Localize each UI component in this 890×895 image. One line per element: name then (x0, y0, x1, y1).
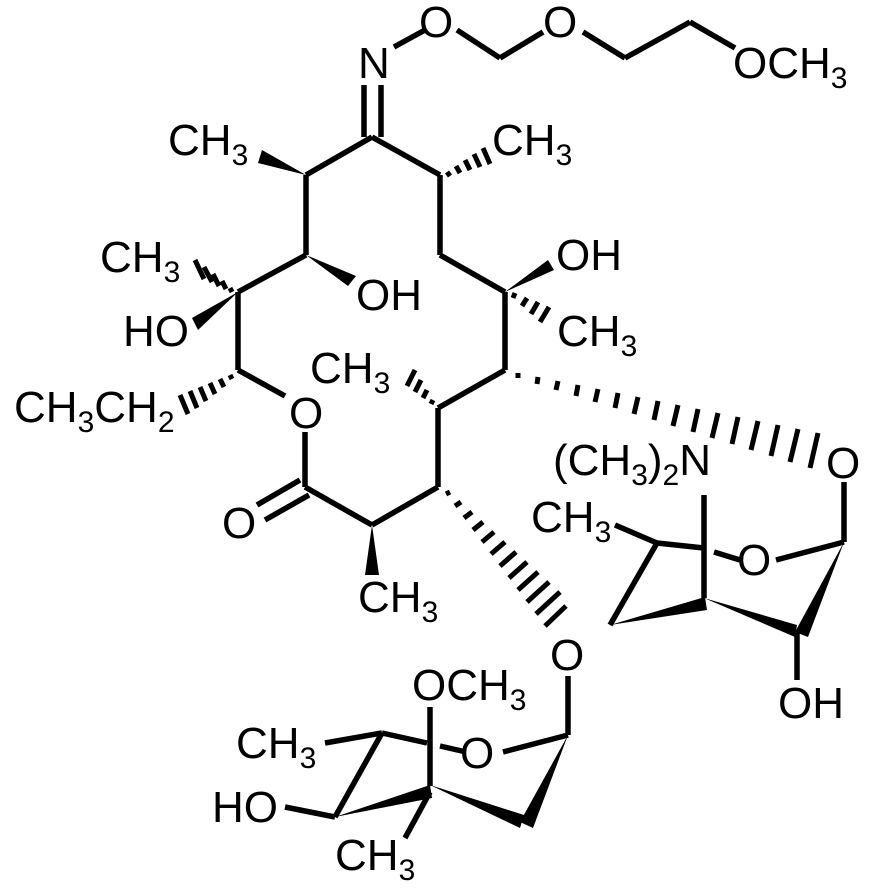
c8-methyl-label: CH3 (492, 116, 572, 172)
wedge-bond (306, 255, 356, 286)
c11-hydroxyl-label: OH (356, 271, 422, 320)
desosamine-hydroxyl-label: OH (778, 679, 844, 728)
oxime-n-label: N (358, 39, 390, 88)
terminal-methoxy-label: OCH3 (733, 39, 847, 95)
desosamine-methyl-label: CH3 (531, 493, 611, 549)
carbonyl-oxygen-label: O (222, 499, 256, 548)
hashed-bonds (177, 146, 821, 628)
c12-methyl-label: CH3 (100, 233, 180, 289)
cladinose-ring-oxygen-label: O (460, 729, 494, 778)
c2-methyl-label: CH3 (358, 573, 438, 629)
cladinose-link-oxygen-label: O (550, 631, 584, 680)
desosamine-link-oxygen-label: O (826, 439, 860, 488)
dimethylamino-label: (CH3)2N (553, 436, 711, 492)
wedge-bond (365, 525, 379, 575)
wedge-bond (192, 292, 238, 330)
c4-methyl-label: CH3 (310, 344, 390, 400)
cladinose-methoxy-label: OCH3 (412, 661, 526, 717)
cladinose-methyl-label: CH3 (236, 719, 316, 775)
atom-labels: N O O OCH3 CH3 CH3 OH CH3 OH CH3 HO CH3C… (14, 0, 860, 887)
c12-hydroxyl-label: HO (123, 307, 189, 356)
wedge-bond (258, 150, 306, 175)
c10-methyl-label: CH3 (168, 116, 248, 172)
c6-methyl-label: CH3 (557, 307, 637, 363)
c6-hydroxyl-label: OH (556, 231, 622, 280)
bonds (177, 19, 847, 840)
wedge-bond (505, 260, 554, 292)
ring-oxygen-label: O (289, 389, 323, 438)
desosamine-ring-oxygen-label: O (737, 536, 771, 585)
oxime-o-label: O (419, 0, 453, 47)
ethyl-label: CH3CH2 (14, 383, 175, 439)
ether-o-label: O (543, 0, 577, 47)
cladinose-c-methyl-label: CH3 (335, 831, 415, 887)
cladinose-hydroxyl-label: HO (212, 783, 278, 832)
